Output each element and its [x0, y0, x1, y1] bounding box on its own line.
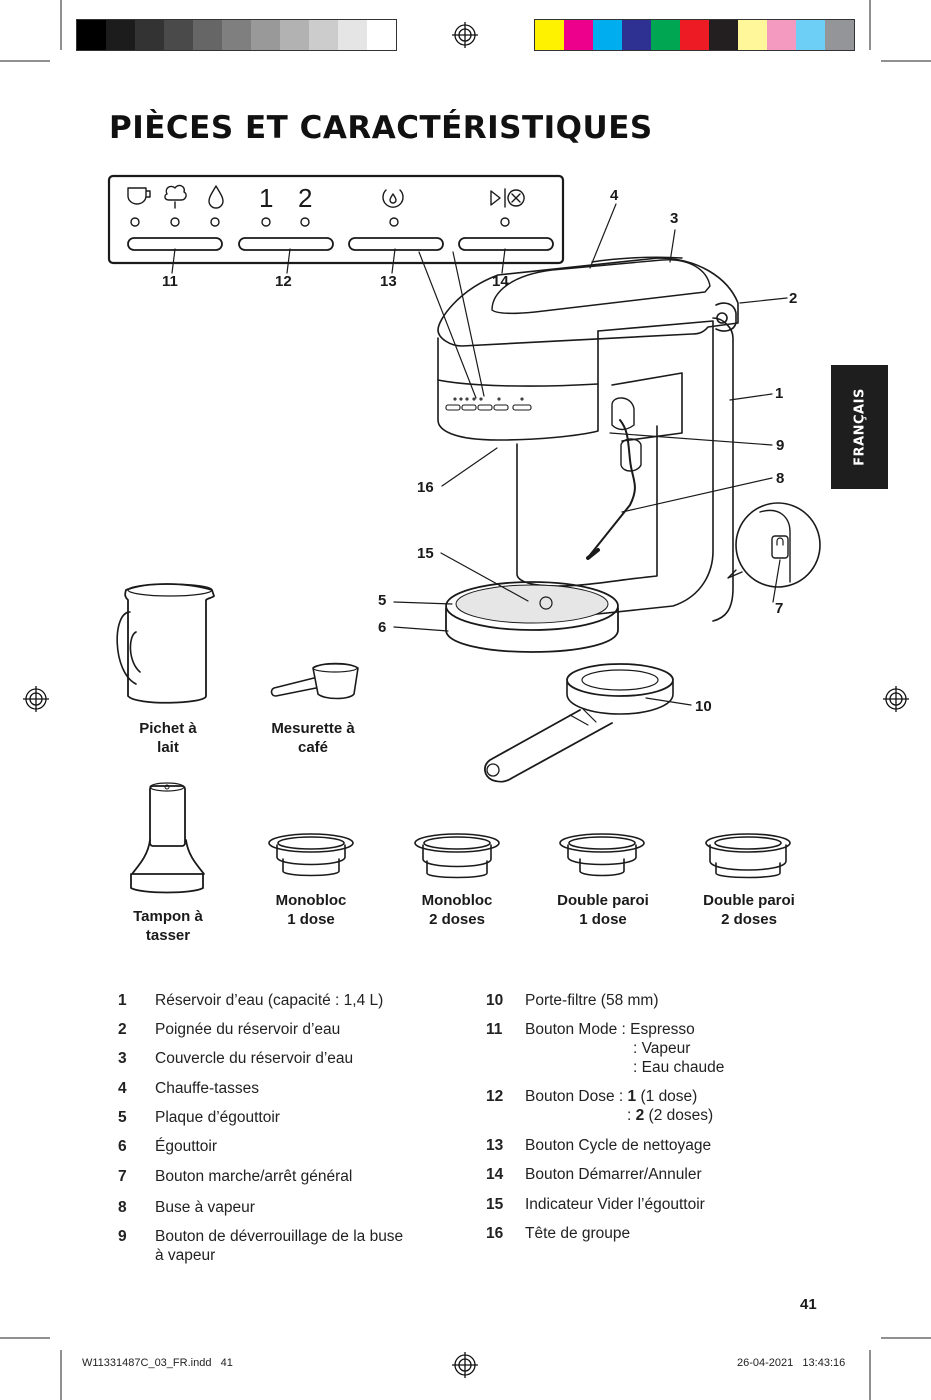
callout-13: 13: [380, 273, 397, 290]
gray-calibration-bar: [76, 19, 397, 51]
callout-14: 14: [492, 273, 509, 290]
tamper-illustration: [130, 782, 205, 894]
color-swatch: [622, 20, 651, 50]
footer-timestamp: 26-04-2021 13:43:16: [737, 1357, 846, 1369]
milk-pitcher-illustration: [116, 583, 215, 704]
tank-handle-knob: [716, 312, 728, 324]
drip-tray-plate: [445, 581, 619, 631]
power-switch-zoom: [735, 502, 821, 588]
callout-10: 10: [695, 698, 712, 715]
accessory-label: Mesurette à café: [271, 720, 355, 756]
callout-6: 6: [378, 619, 387, 636]
callout-7: 7: [775, 600, 784, 617]
machine-front-panel: [437, 379, 599, 387]
start-cancel-icon: [490, 188, 525, 208]
panel-buttons: [127, 237, 554, 251]
machine-column-front: [516, 425, 658, 587]
gray-swatch: [135, 20, 164, 50]
callout-12: 12: [275, 273, 292, 290]
gray-swatch: [309, 20, 338, 50]
callout-15: 15: [417, 545, 434, 562]
callout-9: 9: [776, 437, 785, 454]
accessory-label: Pichet à lait: [139, 720, 197, 756]
accessory-label: Tampon à tasser: [133, 908, 203, 944]
language-tab: FRANÇAIS: [831, 365, 888, 489]
accessory-label: Double paroi 2 doses: [703, 892, 795, 928]
color-swatch: [825, 20, 854, 50]
gray-swatch: [106, 20, 135, 50]
steam-wand-pipe: [589, 419, 636, 556]
callout-2: 2: [789, 290, 798, 307]
gray-swatch: [251, 20, 280, 50]
color-swatch: [593, 20, 622, 50]
gray-swatch: [338, 20, 367, 50]
gray-swatch: [77, 20, 106, 50]
steam-icon: [164, 184, 187, 209]
color-swatch: [709, 20, 738, 50]
water-tank-lid: [491, 259, 711, 315]
steam-wand-housing: [611, 372, 683, 442]
color-swatch: [767, 20, 796, 50]
mode-icons: [127, 184, 525, 209]
coffee-scoop-illustration: [270, 662, 359, 700]
filter-basket-illustrations: [268, 833, 791, 879]
machine-body-column: [577, 320, 714, 617]
gray-swatch: [193, 20, 222, 50]
registration-target-icon: [23, 22, 909, 1378]
tank-handle: [715, 302, 737, 332]
mini-control-buttons: [445, 397, 532, 411]
color-swatch: [796, 20, 825, 50]
color-swatch: [738, 20, 767, 50]
callout-5: 5: [378, 592, 387, 609]
drip-tray-empty-indicator: [539, 596, 553, 610]
gray-swatch: [222, 20, 251, 50]
machine-top-outline: [437, 257, 739, 347]
panel-digit-2: 2: [298, 183, 313, 213]
panel-digit-1: 1: [259, 183, 274, 213]
indicator-leds: [130, 217, 510, 227]
gray-swatch: [164, 20, 193, 50]
page-number: 41: [800, 1296, 817, 1313]
callout-16: 16: [417, 479, 434, 496]
machine-diagram: [107, 174, 821, 894]
espresso-cup-icon: [127, 187, 151, 205]
callout-11: 11: [162, 273, 178, 290]
accessory-label: Monobloc 2 doses: [421, 892, 493, 928]
accessory-label: Monobloc 1 dose: [275, 892, 347, 928]
portafilter: [484, 663, 674, 783]
footer-filename: W11331487C_03_FR.indd 41: [82, 1357, 233, 1369]
color-calibration-bar: [534, 19, 855, 51]
callout-1: 1: [775, 385, 784, 402]
callout-8: 8: [776, 470, 785, 487]
callout-3: 3: [670, 210, 679, 227]
power-switch-icon: [771, 535, 789, 559]
control-panel-zoom: [107, 174, 565, 265]
color-swatch: [651, 20, 680, 50]
clean-cycle-icon: [382, 189, 404, 208]
steam-wand-tip: [586, 548, 600, 560]
page-title: PIÈCES ET CARACTÉRISTIQUES: [109, 110, 653, 146]
hot-water-drop-icon: [208, 185, 224, 209]
gray-swatch: [367, 20, 396, 50]
color-swatch: [680, 20, 709, 50]
drip-tray: [445, 607, 619, 653]
water-tank-side: [712, 317, 734, 622]
cup-warmer: [591, 256, 683, 263]
color-swatch: [535, 20, 564, 50]
accessory-label: Double paroi 1 dose: [557, 892, 649, 928]
gray-swatch: [280, 20, 309, 50]
callout-4: 4: [610, 187, 619, 204]
color-swatch: [564, 20, 593, 50]
group-head-housing: [437, 330, 599, 441]
